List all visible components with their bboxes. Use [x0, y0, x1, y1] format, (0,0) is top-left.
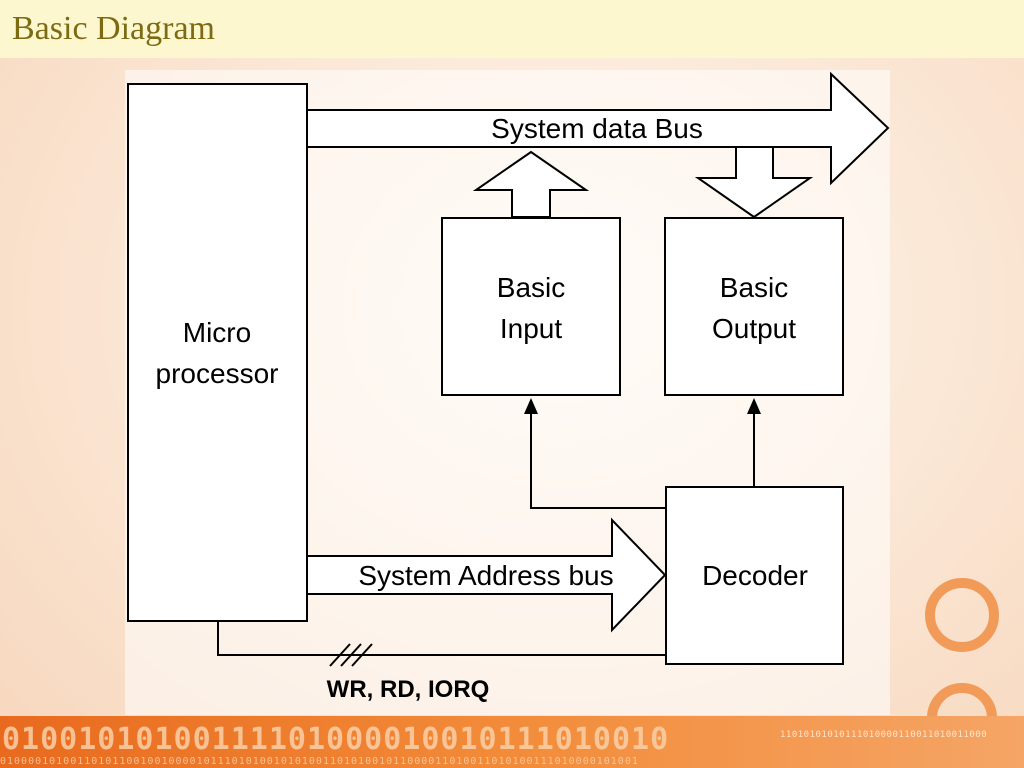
- binary-small-text: 11010101010111010000110011010011000: [780, 730, 988, 740]
- input-to-bus-arrow: [472, 150, 590, 218]
- binary-large-text: 01001010100111101000010010111010010: [2, 722, 670, 757]
- microprocessor-label-line2: processor: [156, 358, 279, 389]
- basic-output-label-line1: Basic: [720, 272, 788, 303]
- decor-ring-top: [925, 578, 999, 652]
- basic-output-block: Basic Output: [664, 217, 844, 396]
- microprocessor-block: Micro processor: [127, 83, 308, 622]
- system-address-bus-arrow: System Address bus: [306, 517, 667, 633]
- decoder-to-output-line: [747, 398, 761, 487]
- system-data-bus-label: System data Bus: [491, 113, 703, 144]
- control-lines: WR, RD, IORQ: [217, 621, 666, 703]
- binary-footer-strip: 01001010100111101000010010111010010 1101…: [0, 716, 1024, 768]
- decoder-label: Decoder: [702, 560, 808, 591]
- control-lines-label: WR, RD, IORQ: [327, 676, 490, 703]
- bus-to-output-arrow: [694, 146, 814, 219]
- title-bar: Basic Diagram: [0, 0, 1024, 58]
- basic-input-label-line2: Input: [500, 313, 562, 344]
- slide-title: Basic Diagram: [12, 10, 215, 47]
- decoder-to-input-line: [524, 398, 666, 509]
- binary-thin-text: 0100001010011010110010010000101110101001…: [0, 756, 639, 767]
- system-address-bus-label: System Address bus: [358, 560, 613, 591]
- basic-input-label-line1: Basic: [497, 272, 565, 303]
- microprocessor-label-line1: Micro: [183, 317, 251, 348]
- basic-input-block: Basic Input: [441, 217, 621, 396]
- system-data-bus-arrow: System data Bus: [306, 71, 890, 186]
- basic-output-label-line2: Output: [712, 313, 796, 344]
- decoder-block: Decoder: [665, 486, 844, 665]
